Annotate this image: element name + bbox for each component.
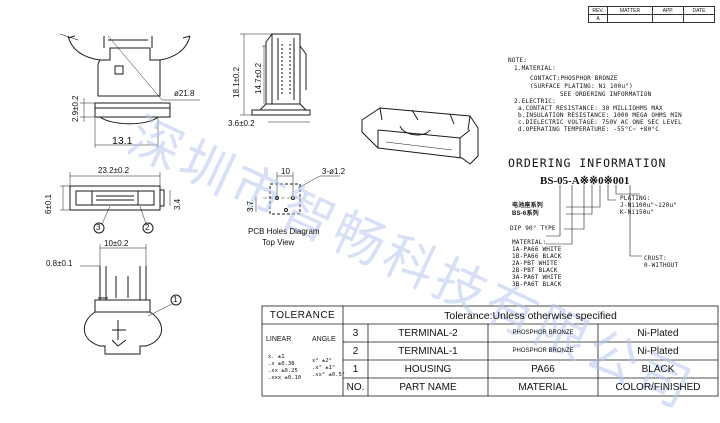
- ordering-series-cn: 电池座系列: [512, 203, 544, 209]
- note-line: d.OPERATING TEMPERATURE: -55°C~ +80°C: [518, 126, 660, 133]
- dim-3-6: 3.6±0.2: [228, 119, 255, 128]
- header-material: MATERIAL: [518, 382, 568, 393]
- linear-label: LINEAR: [266, 336, 292, 343]
- ordering-code: BS-05-A※※0※001: [540, 175, 630, 187]
- side-view-drawing: [240, 33, 311, 123]
- header-finish: COLOR/FINISHED: [615, 382, 701, 393]
- app-cell: [652, 14, 684, 23]
- row-material: PHOSPHOR BRONZE: [512, 348, 574, 354]
- header-no: NO.: [346, 382, 365, 393]
- row-no: 3: [352, 328, 359, 339]
- ordering-type: DIP 90° TYPE: [510, 225, 556, 232]
- row-finish: Ni-Plated: [637, 328, 679, 339]
- pcb-caption-view: Top View: [262, 238, 295, 247]
- revision-table: REV. MATTER APP. DATE A: [588, 6, 715, 23]
- notes-heading: NOTE:: [508, 57, 528, 64]
- row-part: TERMINAL-2: [398, 328, 458, 339]
- dim-10-bottom: 10±0.2: [104, 239, 129, 248]
- matter-cell: [607, 14, 653, 23]
- note-line: 2.ELECTRIC:: [514, 98, 556, 105]
- date-header: DATE: [683, 6, 715, 15]
- angle-tolerance: .xx° ±0.5°: [312, 372, 346, 378]
- angle-tolerance: .x° ±1°: [312, 365, 336, 371]
- material-option: 1A-PA66 WHITE: [512, 246, 562, 253]
- note-line: c.DIELECTRIC VOLTAGE: 750V AC ONE SEC LE…: [518, 119, 682, 126]
- isometric-view-drawing: [361, 107, 479, 165]
- crust-heading: CRUST:: [644, 255, 667, 262]
- bottom-view-drawing: [80, 244, 182, 355]
- material-option: 3A-PA6T WHITE: [512, 274, 562, 281]
- dim-2-9: 2.9±0.2: [71, 95, 80, 122]
- dim-18-1: 18.1±0.2: [232, 66, 241, 98]
- linear-tolerance: .xx ±0.25: [268, 368, 298, 374]
- note-line: (SURFACE PLATING: Ni 100u"): [530, 83, 633, 90]
- material-option: 2A-PBT WHITE: [512, 260, 558, 267]
- angle-tolerance: x° ±2°: [312, 358, 332, 364]
- ordering-title: ORDERING INFORMATION: [508, 156, 667, 170]
- row-material: PHOSPHOR BRONZE: [512, 330, 574, 336]
- tolerance-text: Tolerance:Unless otherwise specified: [444, 310, 617, 322]
- row-part: TERMINAL-1: [398, 346, 458, 357]
- app-header: APP.: [652, 6, 684, 15]
- rev-cell: A: [588, 14, 608, 23]
- title-block: TOLERANCE Tolerance:Unless otherwise spe…: [262, 306, 718, 396]
- date-cell: [683, 14, 715, 23]
- dim-10-pcb: 10: [281, 167, 290, 176]
- technical-drawing: [59, 33, 719, 397]
- material-option: 1B-PA66 BLACK: [512, 253, 562, 260]
- pcb-holes-diagram: [255, 172, 340, 215]
- note-line: a.CONTACT RESISTANCE: 30 MILLIOHMS MAX: [518, 105, 663, 112]
- linear-tolerance: .x ±0.38: [268, 361, 295, 367]
- balloon-2: 2: [145, 223, 150, 232]
- dim-6: 6±0.1: [44, 194, 53, 214]
- dim-14-7: 14.7±0.2: [254, 62, 263, 94]
- ordering-leaders: [546, 185, 642, 257]
- angle-label: ANGLE: [312, 336, 336, 343]
- top-view-drawing: [60, 172, 171, 234]
- dim-3-7: 3.7: [246, 200, 255, 212]
- material-option: 3B-PA6T BLACK: [512, 281, 562, 288]
- dim-0-8: 0.8±0.1: [46, 259, 73, 268]
- linear-tolerance: .xxx ±0.10: [268, 375, 302, 381]
- row-finish: Ni-Plated: [637, 346, 679, 357]
- row-material: PA66: [531, 364, 555, 375]
- pcb-caption: PCB Holes Diagram: [248, 227, 320, 236]
- matter-header: MATTER: [607, 6, 653, 15]
- plating-option: K-Ni150u": [620, 209, 655, 216]
- plating-option: J-Ni100u"~120u": [620, 202, 678, 209]
- note-line: CONTACT:PHOSPHOR BRONZE: [530, 75, 618, 82]
- plating-heading: PLATING:: [620, 195, 651, 202]
- crust-option: 0-WITHOUT: [644, 262, 679, 269]
- linear-tolerance: x. ±1: [268, 354, 285, 360]
- title-block-lines: [261, 305, 719, 397]
- row-part: HOUSING: [404, 364, 452, 375]
- balloon-3: 3: [96, 223, 101, 232]
- front-view-drawing: [59, 33, 200, 148]
- material-heading: MATERIAL:: [512, 239, 547, 246]
- dim-diameter-21-8: ø21.8: [174, 89, 195, 98]
- rev-header: REV.: [588, 6, 608, 15]
- dim-23-2: 23.2±0.2: [98, 166, 130, 175]
- tolerance-label: TOLERANCE: [269, 310, 336, 321]
- note-line: SEE ORDERING INFORMATION: [560, 91, 652, 98]
- dim-3-4: 3.4: [173, 198, 182, 210]
- balloon-1: 1: [173, 295, 178, 304]
- row-finish: BLACK: [641, 364, 675, 375]
- row-no: 2: [352, 346, 359, 357]
- dim-holes: 3-ø1.2: [322, 167, 346, 176]
- note-line: b.INSULATION RESISTANCE: 1000 MEGA OHMS …: [518, 112, 682, 119]
- row-no: 1: [352, 364, 359, 375]
- header-part: PART NAME: [399, 382, 457, 393]
- dim-13-1: 13.1: [112, 135, 133, 147]
- material-option: 2B-PBT BLACK: [512, 267, 558, 274]
- ordering-series: BS-6系列: [512, 211, 539, 217]
- note-line: 1.MATERIAL:: [514, 65, 556, 72]
